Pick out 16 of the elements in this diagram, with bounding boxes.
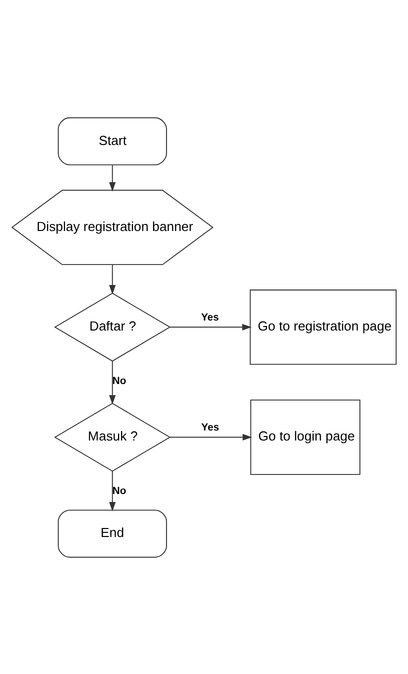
node-box: Start (58, 116, 167, 165)
node-box: Go to registration page (250, 289, 397, 364)
edge-label: Yes (201, 422, 220, 433)
node-box: Go to login page (250, 399, 360, 474)
node-box: End (58, 509, 167, 558)
arrow (170, 323, 252, 330)
edge-label: No (112, 485, 126, 496)
arrow (109, 164, 116, 192)
edge-label: No (112, 375, 126, 386)
arrow (109, 470, 116, 511)
arrow (170, 433, 252, 440)
arrow (109, 264, 116, 294)
node-diamond: Daftar ? (54, 292, 171, 362)
edge-label: Yes (201, 312, 219, 323)
arrow (109, 360, 116, 404)
node-diamond: Masuk ? (54, 402, 171, 472)
